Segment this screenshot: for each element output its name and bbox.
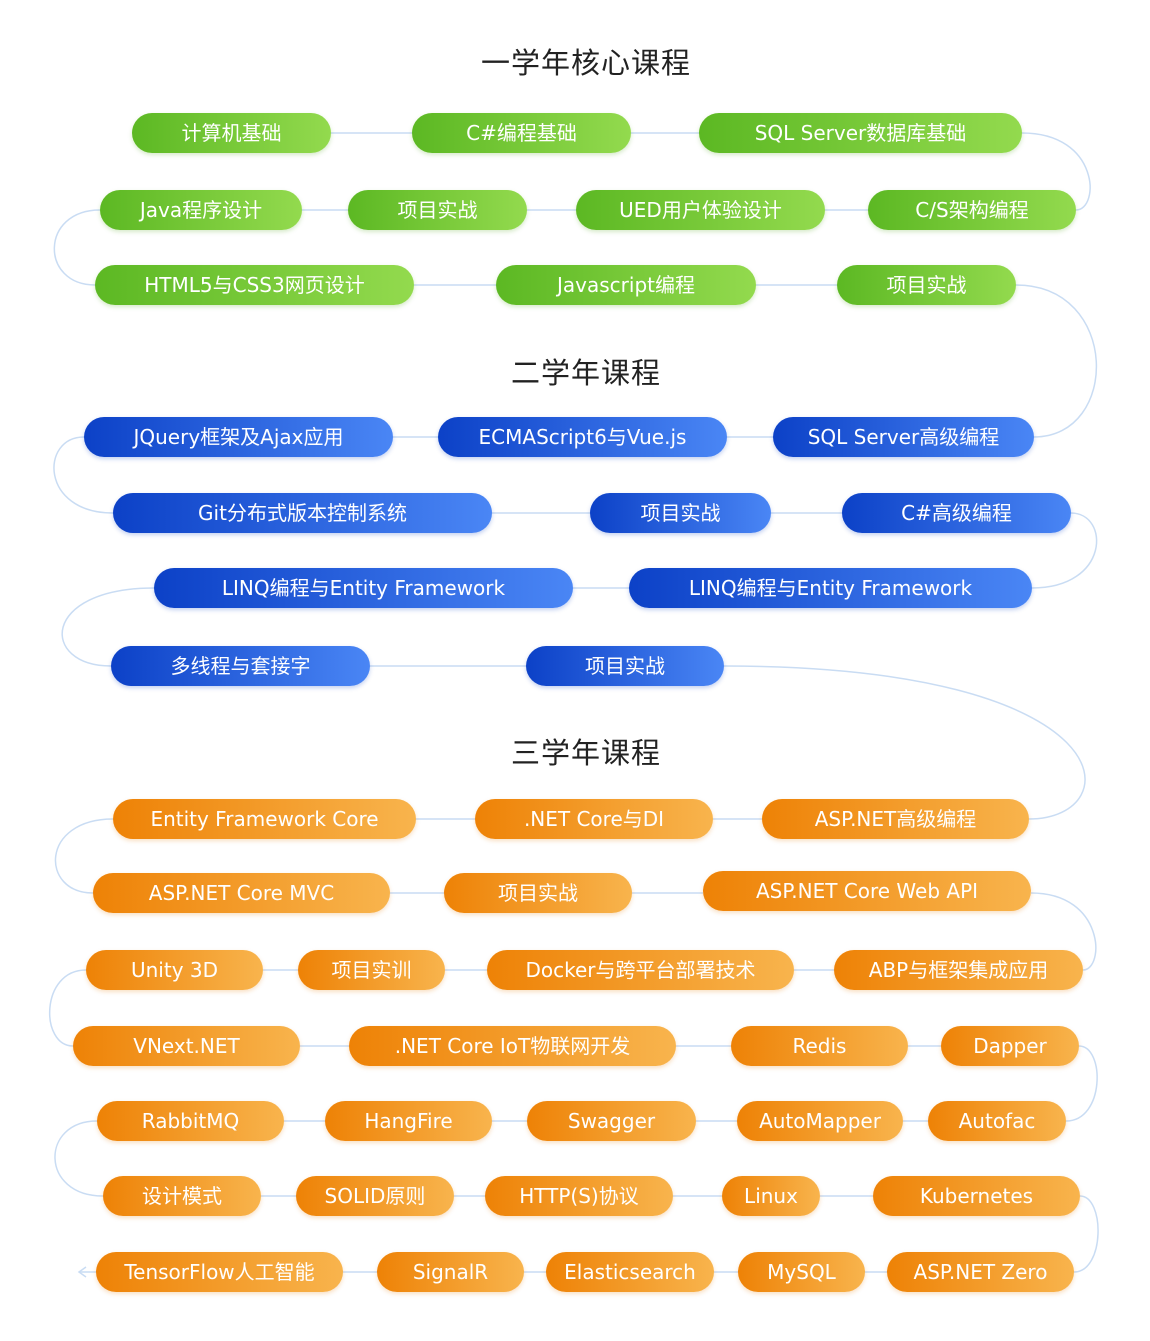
course-pill[interactable]: Autofac: [928, 1101, 1066, 1141]
course-pill[interactable]: SQL Server数据库基础: [699, 113, 1022, 153]
course-pill[interactable]: Redis: [731, 1026, 908, 1066]
connector-curve: [54, 818, 114, 894]
course-pill[interactable]: .NET Core与DI: [475, 799, 713, 839]
connector-curve: [1015, 284, 1098, 438]
course-pill[interactable]: HTML5与CSS3网页设计: [95, 265, 414, 305]
course-pill[interactable]: .NET Core IoT物联网开发: [349, 1026, 676, 1066]
course-pill[interactable]: 设计模式: [103, 1176, 261, 1216]
connector-curve: [1065, 1045, 1098, 1122]
course-pill[interactable]: ECMAScript6与Vue.js: [438, 417, 727, 457]
connector-curve: [723, 665, 1086, 820]
course-pill[interactable]: 项目实训: [298, 950, 445, 990]
course-pill[interactable]: AutoMapper: [737, 1101, 903, 1141]
course-pill[interactable]: Kubernetes: [873, 1176, 1080, 1216]
course-pill[interactable]: 多线程与套接字: [111, 646, 370, 686]
course-pill[interactable]: Linux: [722, 1176, 820, 1216]
connector-curve: [1073, 1195, 1099, 1273]
course-pill[interactable]: C#编程基础: [412, 113, 631, 153]
course-pill[interactable]: Dapper: [941, 1026, 1079, 1066]
course-pill[interactable]: TensorFlow人工智能: [96, 1252, 343, 1292]
connector-curve: [61, 587, 155, 667]
course-pill[interactable]: UED用户体验设计: [576, 190, 825, 230]
course-pill[interactable]: ASP.NET Core MVC: [93, 873, 390, 913]
course-pill[interactable]: 项目实战: [837, 265, 1016, 305]
course-pill[interactable]: ASP.NET高级编程: [762, 799, 1029, 839]
arrow-left-icon: [77, 1266, 87, 1278]
course-pill[interactable]: C#高级编程: [842, 493, 1071, 533]
course-pill[interactable]: C/S架构编程: [868, 190, 1076, 230]
section-title-year2: 二学年课程: [510, 356, 661, 390]
course-pill[interactable]: Javascript编程: [496, 265, 756, 305]
course-pill[interactable]: Git分布式版本控制系统: [113, 493, 492, 533]
connector-curve: [1021, 132, 1091, 211]
course-pill[interactable]: Docker与跨平台部署技术: [487, 950, 794, 990]
course-pill[interactable]: ASP.NET Zero: [887, 1252, 1074, 1292]
course-pill[interactable]: 项目实战: [348, 190, 527, 230]
course-pill[interactable]: RabbitMQ: [97, 1101, 284, 1141]
course-pill[interactable]: Elasticsearch: [546, 1252, 714, 1292]
course-pill[interactable]: HangFire: [325, 1101, 492, 1141]
course-pill[interactable]: Swagger: [527, 1101, 696, 1141]
course-pill[interactable]: VNext.NET: [73, 1026, 300, 1066]
section-title-year1: 一学年核心课程: [480, 46, 691, 80]
course-pill[interactable]: LINQ编程与Entity Framework: [629, 568, 1032, 608]
course-pill[interactable]: Entity Framework Core: [113, 799, 416, 839]
course-pill[interactable]: LINQ编程与Entity Framework: [154, 568, 573, 608]
connector-curve: [53, 436, 114, 514]
course-pill[interactable]: SQL Server高级编程: [773, 417, 1034, 457]
course-pill[interactable]: Unity 3D: [86, 950, 263, 990]
course-pill[interactable]: Java程序设计: [100, 190, 302, 230]
connector-curve: [53, 209, 101, 286]
course-pill[interactable]: SOLID原则: [296, 1176, 454, 1216]
section-title-year3: 三学年课程: [510, 736, 661, 770]
course-pill[interactable]: MySQL: [738, 1252, 865, 1292]
course-pill[interactable]: HTTP(S)协议: [485, 1176, 673, 1216]
course-pill[interactable]: 项目实战: [444, 873, 632, 913]
course-pill[interactable]: JQuery框架及Ajax应用: [84, 417, 393, 457]
course-pill[interactable]: SignalR: [377, 1252, 524, 1292]
connector-curve: [1030, 892, 1097, 971]
course-pill[interactable]: 项目实战: [526, 646, 724, 686]
course-pill[interactable]: ABP与框架集成应用: [834, 950, 1083, 990]
connector-curve: [48, 969, 87, 1047]
course-pill[interactable]: 计算机基础: [132, 113, 331, 153]
course-pill[interactable]: 项目实战: [590, 493, 771, 533]
course-pill[interactable]: ASP.NET Core Web API: [703, 871, 1031, 911]
connector-curve: [54, 1120, 104, 1197]
connector-curve: [1031, 512, 1098, 589]
